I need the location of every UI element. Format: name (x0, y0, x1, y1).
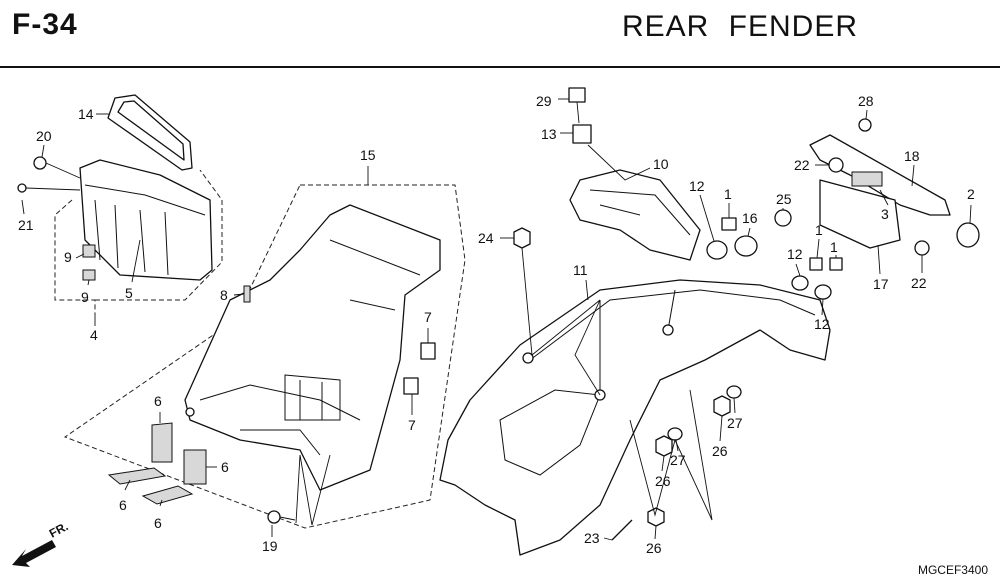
clip-7-lower (403, 377, 419, 395)
callout-12-mid: 12 (787, 246, 803, 262)
pad-9-lower (82, 269, 96, 281)
bracket-17-part (819, 179, 901, 249)
callout-24: 24 (478, 230, 494, 246)
callout-6-b: 6 (221, 459, 229, 475)
bracket-10-part (569, 169, 701, 261)
box-cover-part (107, 94, 193, 171)
nut-26-a (713, 395, 731, 417)
nut-26-c (647, 507, 665, 527)
screw-23 (611, 519, 633, 541)
pad-8 (243, 285, 251, 303)
diagram-reference-code: MGCEF3400 (917, 563, 988, 577)
pad-6-d (141, 485, 194, 505)
header-divider (0, 66, 1000, 68)
collar-1-b (809, 257, 823, 271)
inner-fender-assembly (63, 184, 466, 529)
callout-6-c: 6 (119, 497, 127, 513)
rear-fender-part (439, 279, 831, 556)
callout-7-upper: 7 (424, 309, 432, 325)
callout-labels: 29 13 10 28 18 22 2 3 25 12 1 16 1 1 12 … (18, 93, 975, 556)
callout-12-lower: 12 (814, 316, 830, 332)
rubber-3 (851, 171, 883, 187)
callout-16: 16 (742, 210, 758, 226)
callout-1-mid: 1 (815, 222, 823, 238)
callout-28: 28 (858, 93, 874, 109)
callout-6-d: 6 (154, 515, 162, 531)
grommet-12-c (814, 284, 832, 300)
front-direction-arrow: FR. (12, 519, 70, 567)
collar-1-a (721, 217, 737, 231)
callout-2: 2 (967, 186, 975, 202)
callout-27-lower: 27 (670, 452, 686, 468)
grommet-12-a (706, 240, 728, 260)
diagram-code: F-34 (12, 8, 78, 41)
callout-26-lower: 26 (646, 540, 662, 556)
nut-25 (774, 209, 792, 227)
nut-24 (513, 227, 531, 249)
bolt-19 (267, 510, 281, 524)
storage-box-assembly (17, 94, 223, 315)
callout-26-mid: 26 (655, 473, 671, 489)
callout-9-lower: 9 (81, 289, 89, 305)
inner-fender-part (184, 204, 441, 491)
nut-22-lower (914, 240, 930, 256)
callout-9-upper: 9 (64, 249, 72, 265)
callout-19: 19 (262, 538, 278, 554)
grommet-16 (734, 235, 758, 257)
callout-12-top: 12 (689, 178, 705, 194)
bolt-28 (858, 118, 872, 132)
callout-10: 10 (653, 156, 669, 172)
callout-29: 29 (536, 93, 552, 109)
collar-13 (572, 124, 592, 144)
callout-8: 8 (220, 287, 228, 303)
washer-27-a (726, 385, 742, 399)
callout-1-top: 1 (724, 186, 732, 202)
washer-27-b (667, 427, 683, 441)
callout-27-upper: 27 (727, 415, 743, 431)
bolt-29 (568, 87, 586, 103)
clip-7-upper (420, 342, 436, 360)
storage-box-part (79, 159, 213, 281)
collar-1-c (829, 257, 843, 271)
callout-1-right: 1 (830, 239, 838, 255)
callout-26-upper: 26 (712, 443, 728, 459)
callout-15: 15 (360, 147, 376, 163)
pad-9-upper (82, 244, 96, 258)
leader-lines (21, 109, 972, 541)
cap-2 (956, 222, 980, 248)
front-direction-label: FR. (47, 519, 71, 540)
grommet-12-b (791, 275, 809, 291)
callout-23: 23 (584, 530, 600, 546)
screw-21 (17, 183, 27, 193)
callout-11: 11 (573, 262, 588, 278)
callout-17: 17 (873, 276, 889, 292)
rear-fender-assembly (439, 87, 980, 556)
callout-6-a: 6 (154, 393, 162, 409)
callout-22-lower: 22 (911, 275, 927, 291)
callout-25: 25 (776, 191, 792, 207)
callout-5: 5 (125, 285, 133, 301)
pad-6-b (183, 449, 207, 485)
callout-21: 21 (18, 217, 34, 233)
callout-20: 20 (36, 128, 52, 144)
nut-22-upper (828, 157, 844, 173)
bolt-20 (33, 156, 47, 170)
callout-7-lower: 7 (408, 417, 416, 433)
callout-13: 13 (541, 126, 557, 142)
callout-14: 14 (78, 106, 94, 122)
callout-3: 3 (881, 206, 889, 222)
callout-4: 4 (90, 327, 98, 343)
callout-22-upper: 22 (794, 157, 810, 173)
diagram-title: REAR FENDER (622, 10, 859, 43)
pad-6-c (107, 467, 167, 485)
pad-6-a (151, 422, 173, 463)
callout-18: 18 (904, 148, 920, 164)
